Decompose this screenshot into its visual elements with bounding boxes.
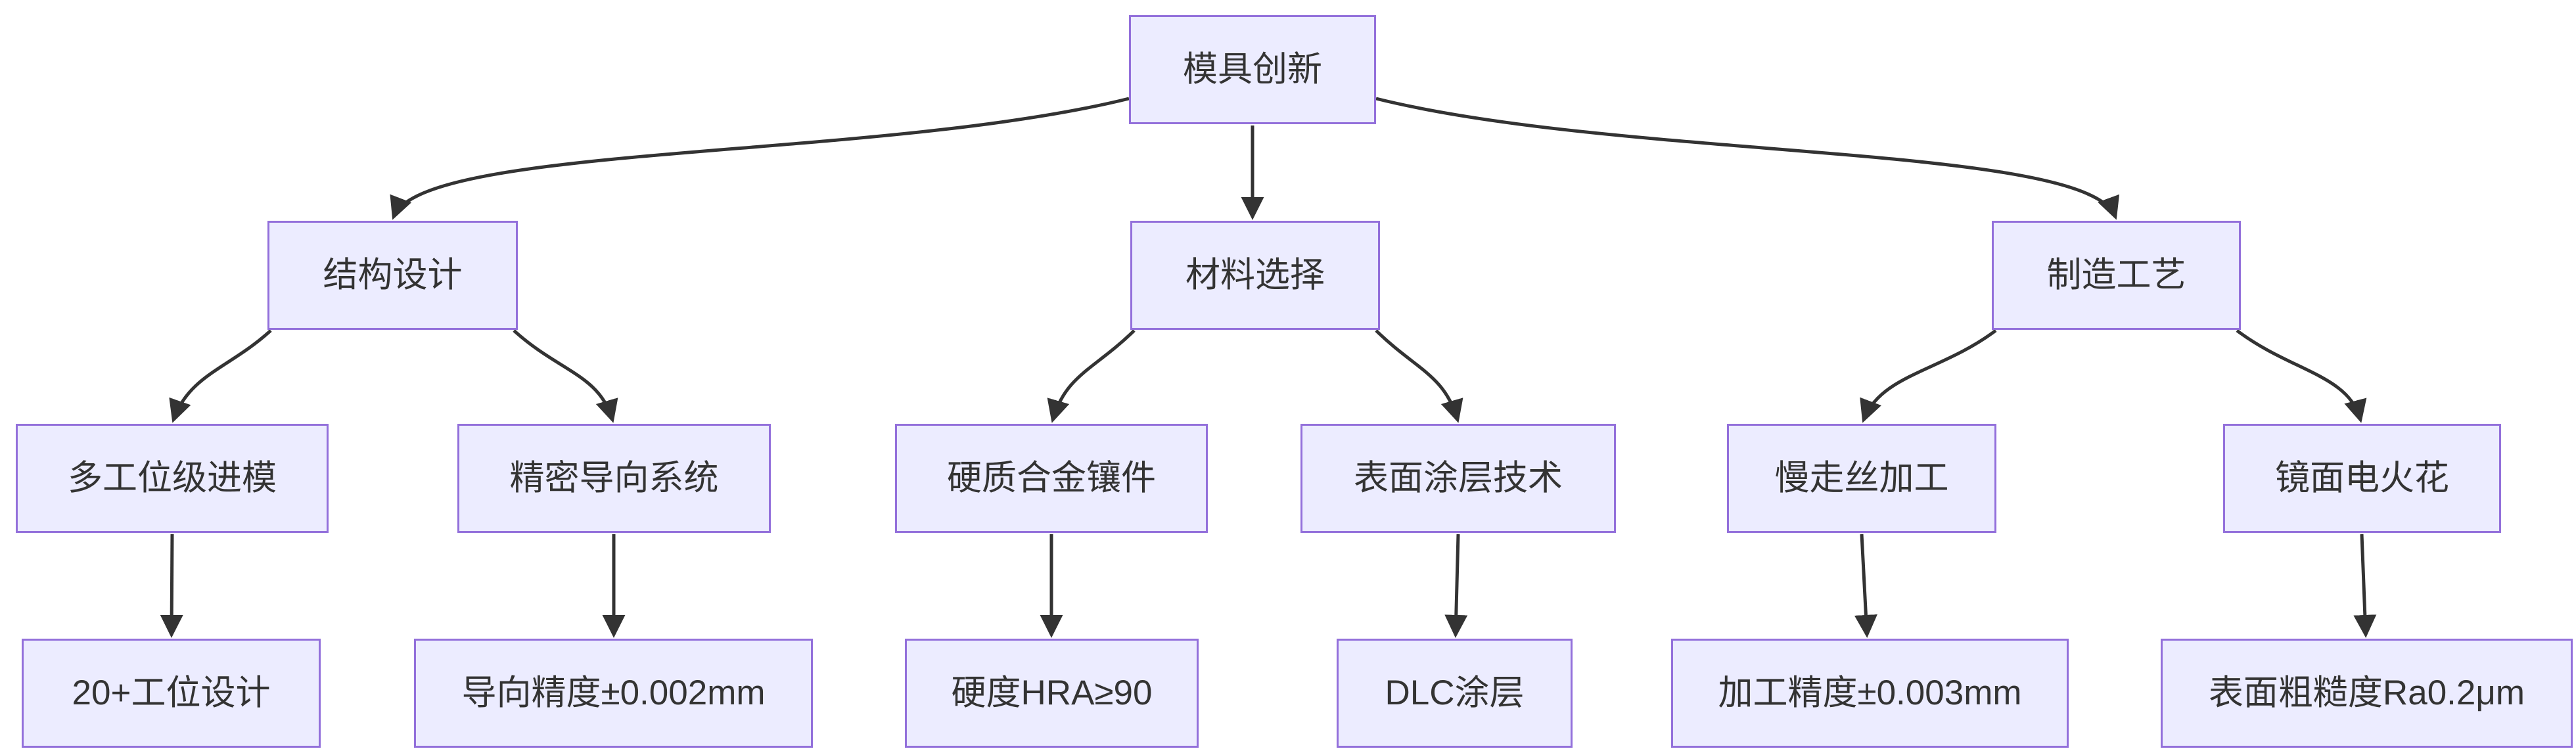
node-machining-precision-label: 加工精度±0.003mm xyxy=(1718,673,2022,713)
node-carbide-insert-label: 硬质合金镶件 xyxy=(947,459,1156,498)
node-surface-roughness-label: 表面粗糙度Ra0.2μm xyxy=(2208,673,2525,713)
node-root-label: 模具创新 xyxy=(1183,50,1322,89)
node-wire-edm: 慢走丝加工 xyxy=(1727,424,1996,533)
node-station-design: 20+工位设计 xyxy=(22,639,321,748)
edge-root-design xyxy=(390,97,1130,220)
edge-design-guide-system xyxy=(513,329,618,423)
node-guide-system: 精密导向系统 xyxy=(457,424,771,533)
node-hardness: 硬度HRA≥90 xyxy=(905,639,1199,748)
edge-design-multi-station xyxy=(169,329,272,423)
node-dlc-coating-label: DLC涂层 xyxy=(1385,673,1525,713)
edge-root-process xyxy=(1375,97,2119,220)
node-multi-station-label: 多工位级进模 xyxy=(68,459,277,498)
node-material-label: 材料选择 xyxy=(1185,256,1325,295)
node-guide-precision-label: 导向精度±0.002mm xyxy=(461,673,766,713)
node-multi-station: 多工位级进模 xyxy=(16,424,329,533)
node-material: 材料选择 xyxy=(1130,221,1380,330)
node-design-label: 结构设计 xyxy=(323,256,463,295)
edge-material-coating-tech xyxy=(1375,329,1463,423)
edge-process-wire-edm xyxy=(1860,329,1997,423)
node-surface-roughness: 表面粗糙度Ra0.2μm xyxy=(2161,639,2573,748)
node-station-design-label: 20+工位设计 xyxy=(72,673,271,713)
edge-process-mirror-edm xyxy=(2236,329,2367,423)
edge-coating-tech-dlc-coating xyxy=(1444,534,1468,638)
node-process: 制造工艺 xyxy=(1992,221,2241,330)
node-carbide-insert: 硬质合金镶件 xyxy=(895,424,1208,533)
node-dlc-coating: DLC涂层 xyxy=(1337,639,1573,748)
node-coating-tech-label: 表面涂层技术 xyxy=(1354,459,1563,498)
node-mirror-edm-label: 镜面电火花 xyxy=(2275,459,2449,498)
edge-material-carbide-insert xyxy=(1047,329,1136,423)
node-design: 结构设计 xyxy=(267,221,518,330)
node-process-label: 制造工艺 xyxy=(2046,256,2186,295)
edge-wire-edm-machining-precision xyxy=(1854,534,1877,638)
node-guide-precision: 导向精度±0.002mm xyxy=(414,639,813,748)
node-wire-edm-label: 慢走丝加工 xyxy=(1774,459,1949,498)
node-root: 模具创新 xyxy=(1129,15,1376,124)
node-guide-system-label: 精密导向系统 xyxy=(509,459,719,498)
edge-mirror-edm-surface-roughness xyxy=(2353,534,2377,638)
node-hardness-label: 硬度HRA≥90 xyxy=(951,673,1153,713)
node-mirror-edm: 镜面电火花 xyxy=(2223,424,2501,533)
node-coating-tech: 表面涂层技术 xyxy=(1300,424,1616,533)
node-machining-precision: 加工精度±0.003mm xyxy=(1671,639,2069,748)
